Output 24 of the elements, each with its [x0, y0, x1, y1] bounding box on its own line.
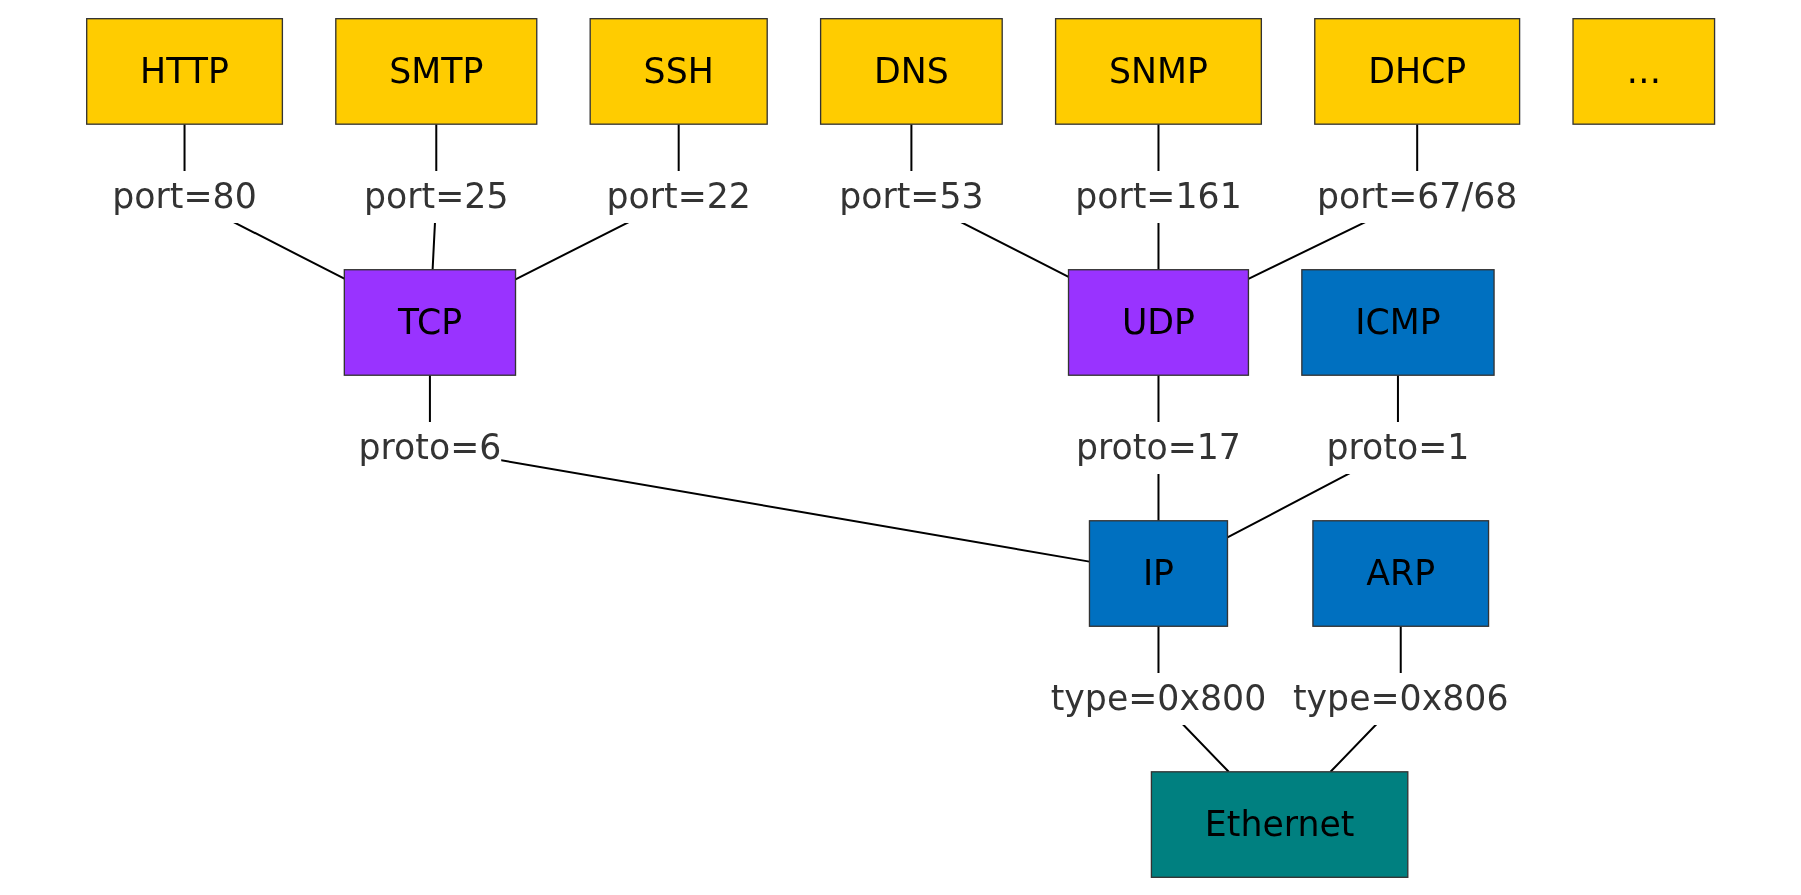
- node-box: DHCP: [1313, 17, 1521, 125]
- edge-label: proto=6: [358, 426, 502, 467]
- node-box: UDP: [1067, 268, 1249, 376]
- edge-label: type=0x806: [1292, 677, 1509, 718]
- edge-label: proto=1: [1326, 426, 1470, 467]
- node-box: SNMP: [1054, 17, 1262, 125]
- node-box: ICMP: [1301, 268, 1495, 376]
- node-box: IP: [1088, 519, 1228, 627]
- edge-label: port=53: [839, 175, 984, 216]
- node-box: SSH: [589, 17, 768, 125]
- node-box: HTTP: [85, 17, 283, 125]
- node-box: Ethernet: [1150, 770, 1409, 878]
- edge-label: proto=17: [1075, 426, 1241, 467]
- node-box: TCP: [343, 268, 517, 376]
- edge-label: type=0x800: [1050, 677, 1267, 718]
- edge-label: port=22: [606, 175, 751, 216]
- edge-label: port=25: [363, 175, 509, 216]
- node-box: ARP: [1312, 519, 1490, 627]
- edge-label: port=80: [112, 175, 257, 216]
- edge-label: port=67/68: [1316, 175, 1518, 216]
- node-box: DNS: [819, 17, 1003, 125]
- edge-label: port=161: [1075, 175, 1242, 216]
- node-box: SMTP: [335, 17, 538, 125]
- node-box: …: [1572, 17, 1716, 125]
